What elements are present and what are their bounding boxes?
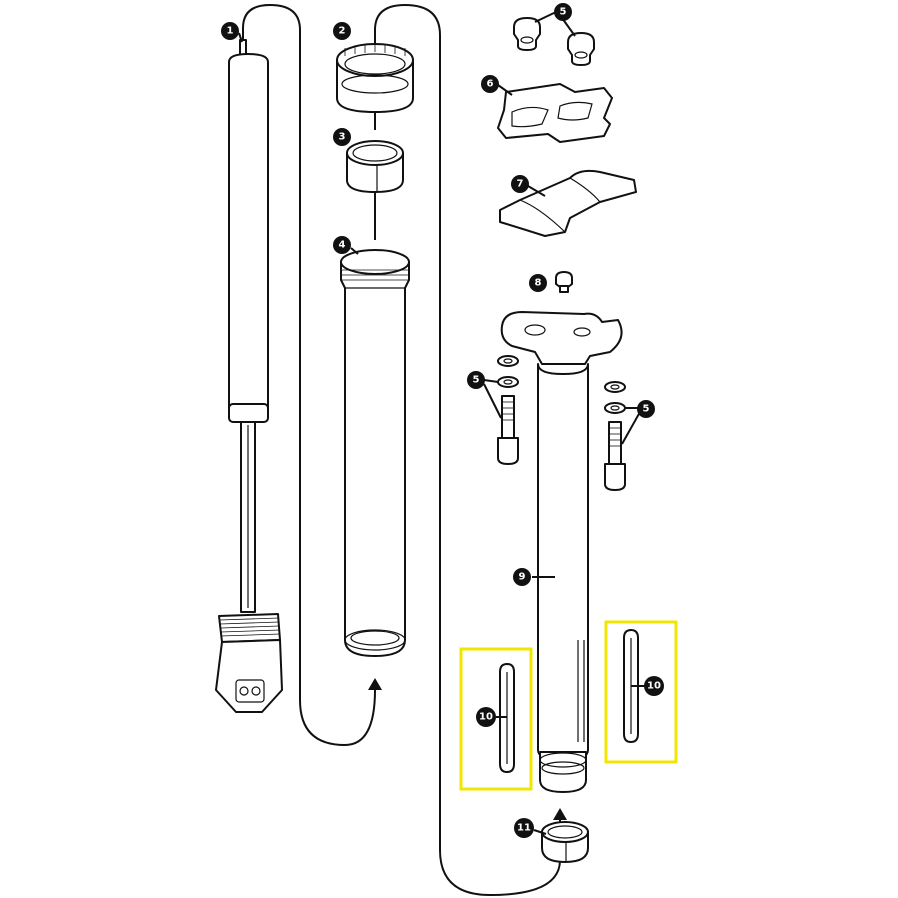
- callout-5-left: 5: [467, 371, 485, 389]
- svg-text:10: 10: [647, 681, 661, 692]
- callout-3: 3: [333, 128, 351, 146]
- svg-text:11: 11: [517, 823, 531, 834]
- end-caps-top: [513, 11, 595, 66]
- svg-text:10: 10: [479, 712, 493, 723]
- leader-4: [350, 247, 359, 255]
- callout-6: 6: [481, 75, 499, 93]
- svg-text:4: 4: [339, 240, 346, 251]
- svg-text:5: 5: [643, 404, 650, 415]
- svg-text:5: 5: [473, 375, 480, 386]
- small-bolt: [555, 271, 573, 293]
- callout-7: 7: [511, 175, 529, 193]
- svg-text:7: 7: [517, 179, 524, 190]
- slot-key-left: [459, 647, 533, 791]
- threaded-collar: [336, 43, 414, 113]
- guide-line-collar: [374, 3, 561, 897]
- clamp-bolt-left: [483, 355, 519, 465]
- svg-text:3: 3: [339, 132, 346, 143]
- highlight-box-right: [604, 620, 678, 764]
- guide-arrow-head-post: [553, 808, 567, 820]
- retaining-ring: [541, 821, 589, 863]
- slot-key-right: [604, 620, 678, 764]
- callout-11: 11: [514, 818, 534, 838]
- svg-text:9: 9: [519, 572, 526, 583]
- saddle-clamp-upper: [497, 83, 613, 143]
- callout-5-top: 5: [554, 3, 572, 21]
- callout-10-left: 10: [476, 707, 496, 727]
- clamp-bolt-right: [604, 381, 641, 491]
- callout-8: 8: [529, 274, 547, 292]
- svg-text:6: 6: [487, 79, 494, 90]
- outer-tube: [340, 249, 410, 657]
- svg-text:1: 1: [227, 26, 234, 37]
- saddle-clamp-lower: [499, 169, 637, 237]
- highlight-box-left: [459, 647, 533, 791]
- svg-text:2: 2: [339, 26, 346, 37]
- seat-post: [500, 311, 623, 793]
- callout-2: 2: [333, 22, 351, 40]
- leader-11: [533, 829, 547, 835]
- callout-9: 9: [513, 568, 531, 586]
- svg-text:8: 8: [535, 278, 542, 289]
- gas-cartridge: [215, 39, 283, 713]
- callout-5-right: 5: [637, 400, 655, 418]
- leader-1: [238, 32, 243, 43]
- guide-line-cartridge: [242, 3, 376, 747]
- svg-text:5: 5: [560, 7, 567, 18]
- guide-arrow-head-cartridge: [368, 678, 382, 690]
- bushing: [346, 140, 404, 193]
- callout-1: 1: [221, 22, 239, 40]
- callout-10-right: 10: [644, 676, 664, 696]
- callout-4: 4: [333, 236, 351, 254]
